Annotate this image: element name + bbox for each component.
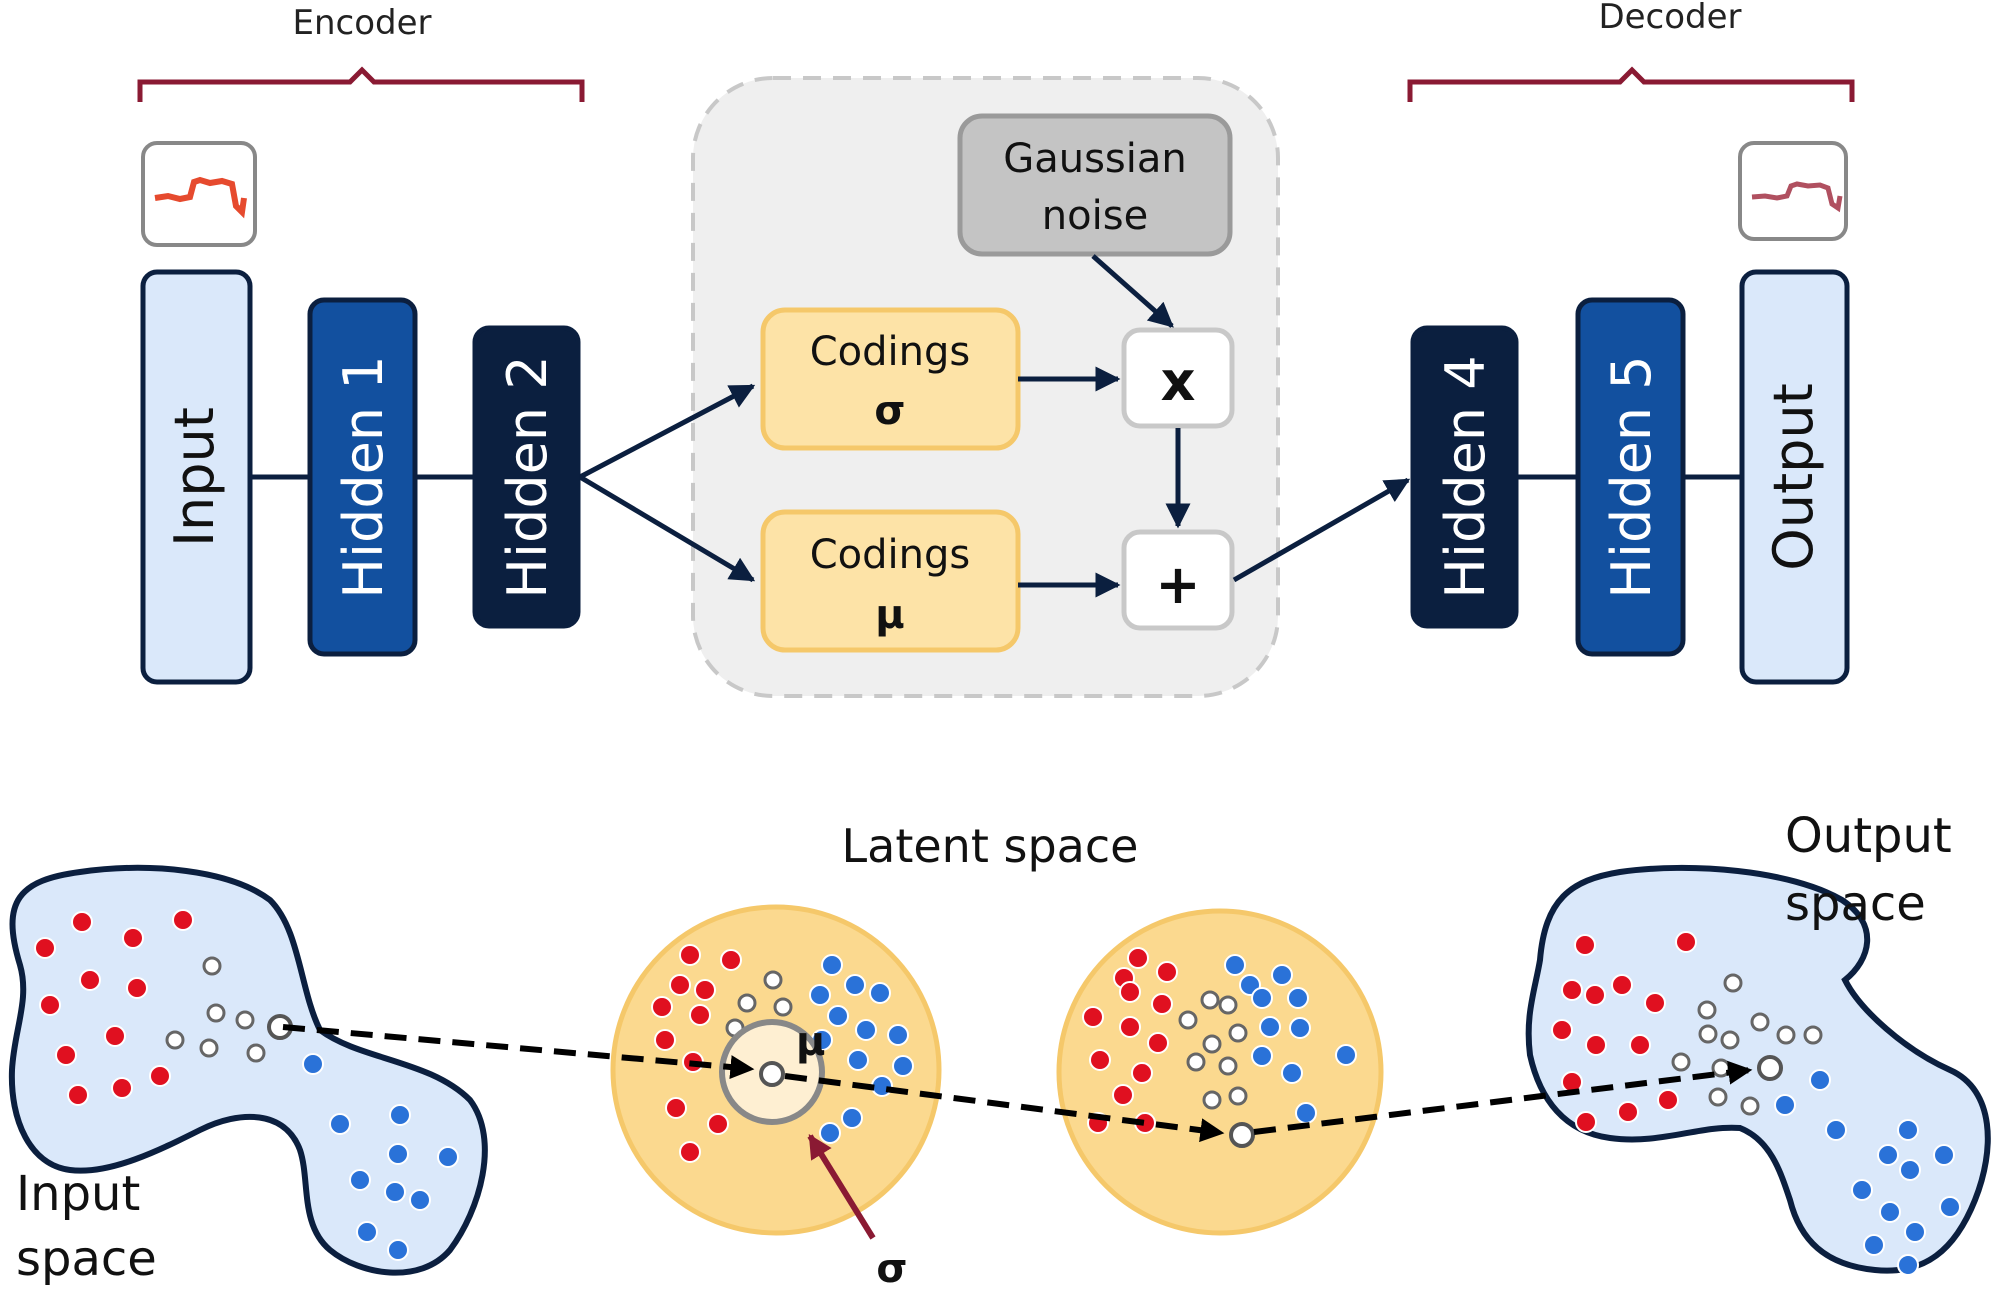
sample-point	[1229, 1122, 1255, 1148]
hidden2-to-sigma-arrow	[578, 383, 756, 480]
input-space-label-1: Input	[16, 1166, 140, 1222]
input-layer: Input	[140, 269, 253, 685]
noise-to-multiply-arrow	[1091, 254, 1174, 328]
codings-mu-box: Codings μ	[760, 509, 1021, 653]
codings-mu-label: Codings	[810, 532, 971, 578]
input-signal-thumbnail	[141, 141, 257, 247]
output-space: Output space	[1525, 808, 1991, 1276]
hidden2-to-mu-arrow	[578, 474, 756, 583]
add-to-hidden4-arrow	[1232, 477, 1411, 583]
latent-space-2	[1056, 908, 1384, 1236]
hidden1-layer: Hidden 1	[307, 297, 418, 657]
output-space-label-1: Output	[1785, 808, 1952, 864]
trajectory	[282, 1024, 1753, 1143]
hidden4-layer-label: Hidden 4	[1434, 355, 1497, 598]
hidden1-layer-label: Hidden 1	[332, 355, 395, 598]
encoder-label: Encoder	[292, 3, 431, 43]
input-space-points	[34, 909, 459, 1261]
output-layer: Output	[1739, 269, 1850, 685]
latent-space-label: Latent space	[842, 819, 1139, 873]
add-node: +	[1121, 529, 1235, 631]
codings-mu-symbol: μ	[875, 592, 904, 638]
mu-point	[759, 1061, 785, 1087]
sigma-label: σ	[876, 1246, 907, 1292]
gaussian-noise-label-2: noise	[1042, 193, 1148, 239]
trajectory-latent-to-sample	[784, 1073, 1225, 1143]
codings-sigma-box: Codings σ	[760, 307, 1021, 451]
output-space-label-2: space	[1785, 876, 1926, 932]
hidden2-layer: Hidden 2	[472, 325, 581, 629]
sigma-pointer-arrow	[807, 1133, 876, 1240]
gaussian-noise-box: Gaussian noise	[957, 113, 1233, 257]
input-space: Input space	[8, 864, 488, 1287]
codings-sigma-label: Codings	[810, 329, 971, 375]
sampling-block: Gaussian noise Codings σ Codings μ x +	[691, 76, 1280, 698]
decoder-bracket: Decoder	[1407, 0, 1855, 102]
add-symbol: +	[1155, 553, 1200, 616]
input-space-label-2: space	[16, 1231, 157, 1287]
multiply-symbol: x	[1161, 350, 1196, 413]
hidden4-layer: Hidden 4	[1410, 325, 1519, 629]
latent-2-points	[1082, 947, 1357, 1134]
hidden2-layer-label: Hidden 2	[496, 355, 559, 598]
input-layer-label: Input	[163, 407, 226, 547]
decoder-label: Decoder	[1598, 0, 1741, 37]
latent-space-1: μ σ	[610, 904, 942, 1292]
hidden5-layer-label: Hidden 5	[1600, 355, 1663, 598]
output-signal-thumbnail	[1738, 141, 1848, 241]
multiply-node: x	[1121, 327, 1235, 429]
codings-sigma-symbol: σ	[874, 388, 905, 434]
trajectory-input-to-latent	[282, 1024, 755, 1080]
output-layer-label: Output	[1762, 383, 1825, 571]
trajectory-sample-to-output	[1253, 1060, 1753, 1135]
mu-label: μ	[796, 1019, 825, 1065]
output-space-points	[1551, 931, 1961, 1276]
hidden5-layer: Hidden 5	[1575, 297, 1686, 657]
gaussian-noise-label-1: Gaussian	[1003, 136, 1187, 182]
encoder-bracket: Encoder	[137, 3, 585, 102]
